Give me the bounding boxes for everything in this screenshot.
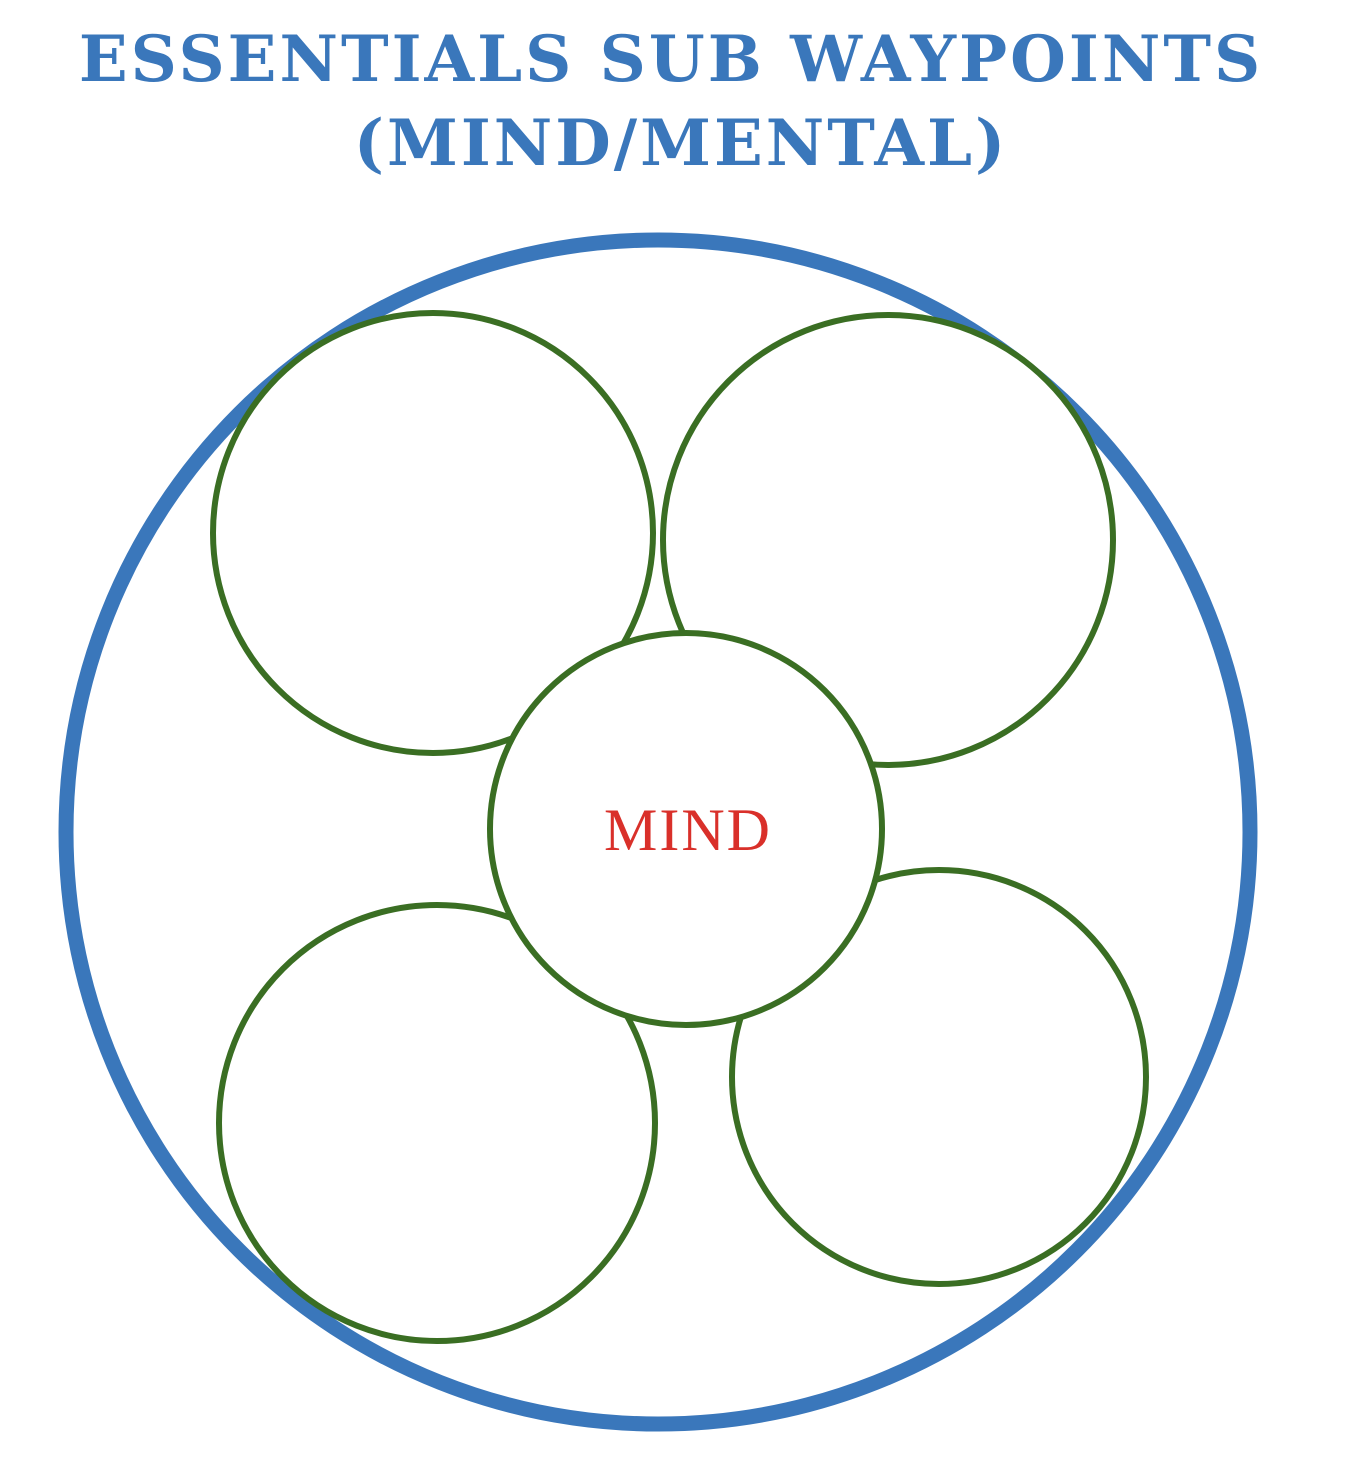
sub-circle-bottom-left bbox=[216, 902, 658, 1344]
title-line-1: ESSENTIALS SUB WAYPOINTS bbox=[78, 22, 1264, 97]
title-line-2: (MIND/MENTAL) bbox=[353, 106, 1009, 181]
center-circle bbox=[487, 630, 885, 1028]
outer-circle bbox=[58, 232, 1258, 1432]
sub-circle-bottom-right bbox=[729, 867, 1149, 1287]
center-label: MIND bbox=[604, 797, 772, 863]
diagram-title: ESSENTIALS SUB WAYPOINTS (MIND/MENTAL) bbox=[0, 18, 1362, 186]
sub-circle-top-left bbox=[210, 310, 656, 756]
